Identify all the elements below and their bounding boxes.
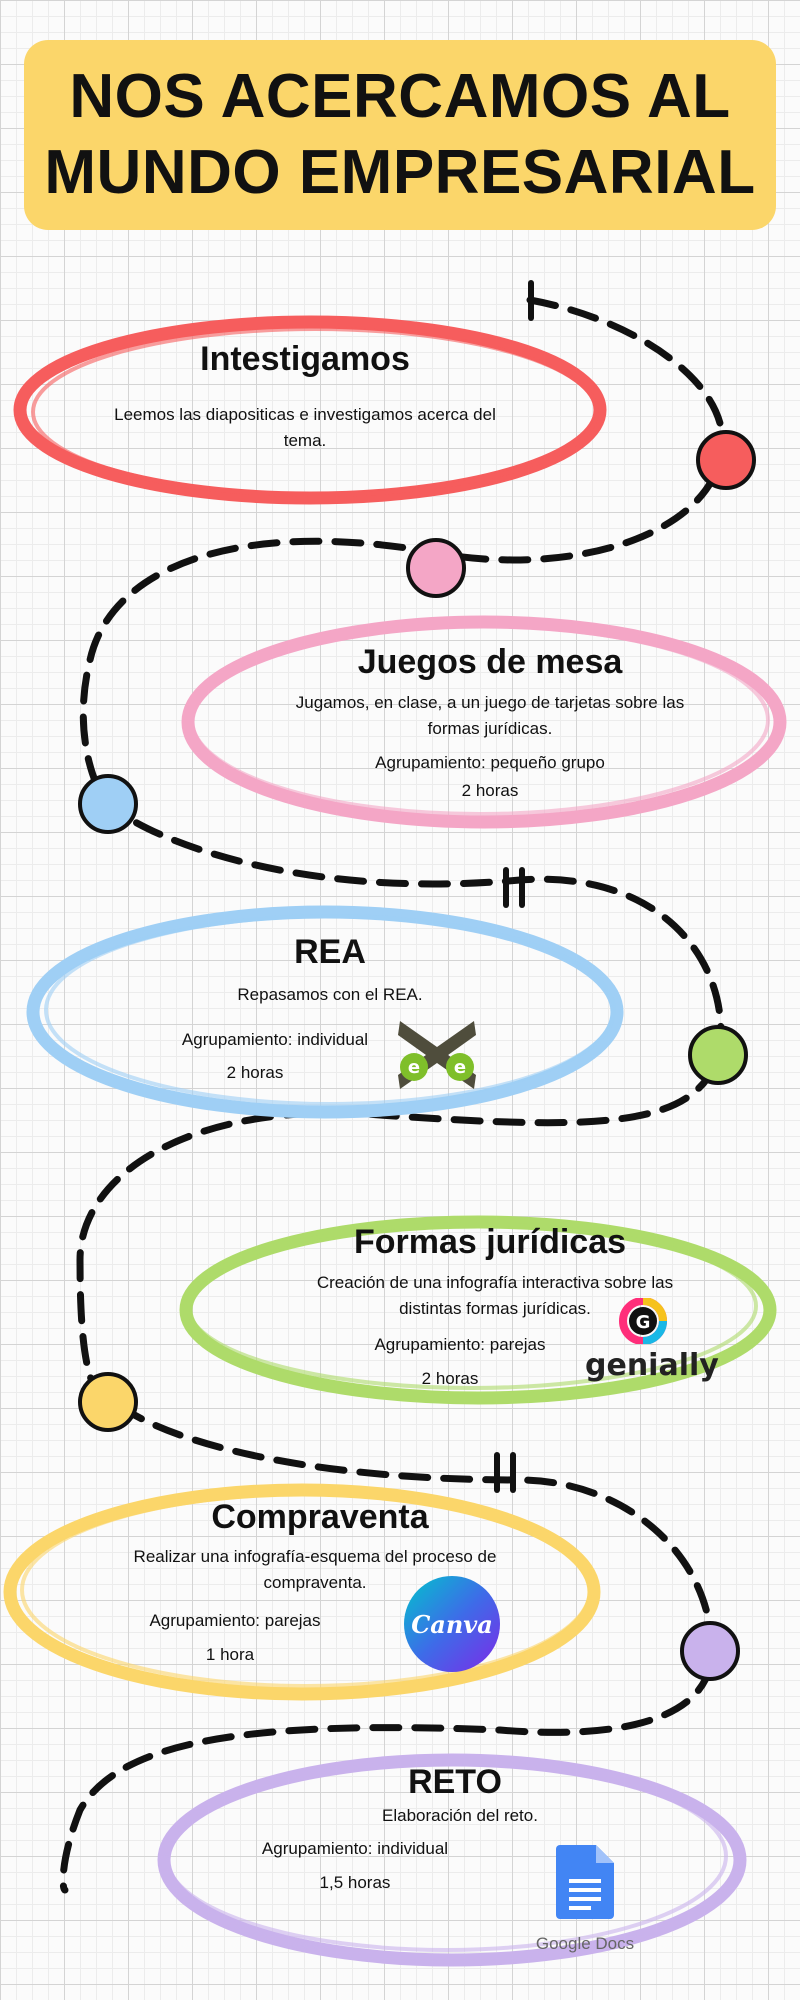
genially-logo-text: genially bbox=[585, 1348, 719, 1383]
node-green bbox=[688, 1025, 748, 1085]
ellipse-red bbox=[13, 315, 607, 505]
step-1-description: Leemos las diapositicas e investigamos a… bbox=[114, 405, 496, 450]
node-purple bbox=[680, 1621, 740, 1681]
ellipse-blue bbox=[26, 905, 624, 1119]
ellipse-purple bbox=[157, 1753, 747, 1967]
step-5-duration: 1 hora bbox=[205, 1645, 255, 1664]
step-2-duration: 2 horas bbox=[461, 781, 519, 800]
step-1-heading: Intestigamos bbox=[200, 340, 410, 378]
title-line-1: NOS ACERCAMOS AL bbox=[69, 62, 731, 131]
step-5-heading: Compraventa bbox=[211, 1498, 429, 1536]
node-blue bbox=[78, 774, 138, 834]
svg-text:e: e bbox=[408, 1057, 420, 1078]
google-docs-label: Google Docs bbox=[535, 1934, 635, 1953]
step-3-description: Repasamos con el REA. bbox=[237, 985, 423, 1004]
google-docs-icon bbox=[556, 1845, 614, 1919]
ellipse-yellow bbox=[3, 1483, 601, 1701]
step-4-duration: 2 horas bbox=[421, 1369, 479, 1388]
step-5-description: Realizar una infografía-esquema del proc… bbox=[133, 1547, 497, 1592]
svg-text:e: e bbox=[454, 1057, 466, 1078]
title-line-2: MUNDO EMPRESARIAL bbox=[44, 138, 756, 207]
title-banner: NOS ACERCAMOS AL MUNDO EMPRESARIAL bbox=[24, 40, 776, 230]
step-6-heading: RETO bbox=[408, 1763, 502, 1801]
step-2-grouping: Agrupamiento: pequeño grupo bbox=[375, 753, 605, 772]
step-4-grouping: Agrupamiento: parejas bbox=[374, 1335, 546, 1354]
step-5-grouping: Agrupamiento: parejas bbox=[149, 1611, 321, 1630]
step-4-description: Creación de una infografía interactiva s… bbox=[316, 1273, 674, 1318]
path-break-marks bbox=[494, 280, 534, 1493]
dashed-path bbox=[59, 296, 726, 1894]
step-2-heading: Juegos de mesa bbox=[357, 643, 623, 681]
step-2-description: Jugamos, en clase, a un juego de tarjeta… bbox=[295, 693, 685, 738]
step-6-duration: 1,5 horas bbox=[319, 1873, 391, 1892]
ellipse-pink bbox=[181, 615, 787, 829]
path-nodes bbox=[78, 430, 756, 1681]
genially-icon: G bbox=[619, 1298, 667, 1344]
canva-logo-text: Canva bbox=[411, 1609, 493, 1639]
step-3-grouping: Agrupamiento: individual bbox=[181, 1030, 369, 1049]
canva-logo: Canva bbox=[404, 1576, 500, 1672]
step-6-grouping: Agrupamiento: individual bbox=[261, 1839, 449, 1858]
ellipse-green bbox=[179, 1215, 777, 1405]
step-4-heading: Formas jurídicas bbox=[353, 1223, 627, 1261]
node-yellow bbox=[78, 1372, 138, 1432]
step-3-duration: 2 horas bbox=[226, 1063, 284, 1082]
exe-logo-icon: e e bbox=[398, 1021, 476, 1089]
svg-text:G: G bbox=[636, 1312, 651, 1333]
step-3-heading: REA bbox=[294, 933, 366, 971]
node-pink bbox=[406, 538, 466, 598]
node-red bbox=[696, 430, 756, 490]
step-6-description: Elaboración del reto. bbox=[382, 1806, 538, 1825]
